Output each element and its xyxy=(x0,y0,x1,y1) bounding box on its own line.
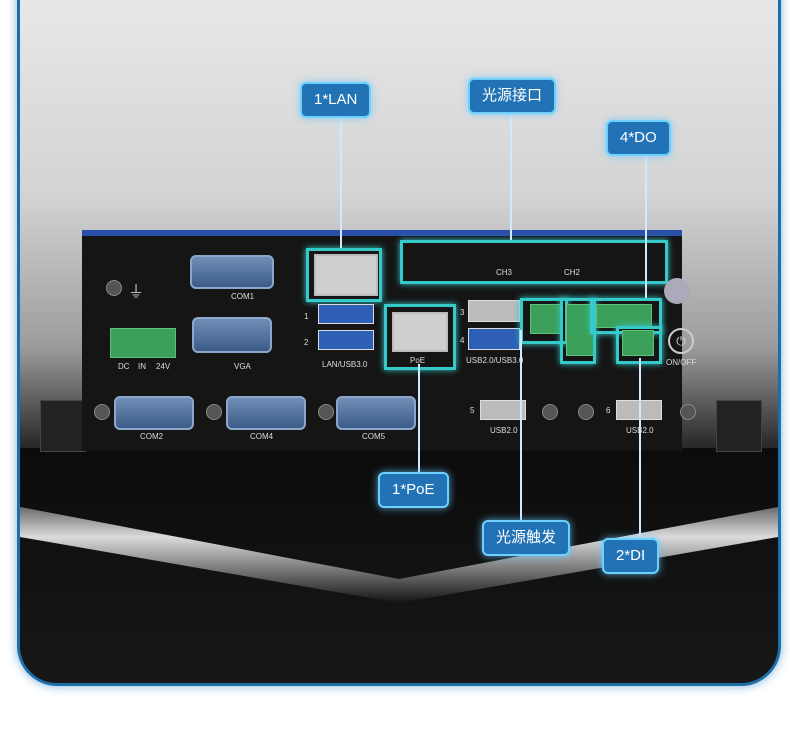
light-port-connector-line xyxy=(510,110,512,240)
screw-icon xyxy=(206,404,222,420)
di-connector-line xyxy=(639,358,641,538)
screw-icon xyxy=(680,404,696,420)
poe-highlight xyxy=(384,304,456,370)
screw-icon xyxy=(578,404,594,420)
com4-port xyxy=(226,396,306,430)
light-trigger-callout: 光源触发 xyxy=(482,520,571,556)
screw-icon xyxy=(94,404,110,420)
onoff-label: ON/OFF xyxy=(666,358,697,367)
com5-port xyxy=(336,396,416,430)
screw-icon xyxy=(542,404,558,420)
24v-label: 24V xyxy=(156,362,171,371)
di-terminal xyxy=(622,330,654,356)
usb20-usb30-label: USB2.0/USB3.0 xyxy=(466,356,524,365)
screw-icon xyxy=(318,404,334,420)
usb-index-1: 1 xyxy=(304,312,309,321)
poe-label: PoE xyxy=(410,356,426,365)
do-connector-line xyxy=(645,152,647,298)
usb30-port-1 xyxy=(318,304,374,324)
light-port-callout: 光源接口 xyxy=(468,78,557,114)
usb20-port-3 xyxy=(468,300,520,322)
com1-port xyxy=(190,255,274,289)
usb20-label-a: USB2.0 xyxy=(490,426,518,435)
power-led xyxy=(664,278,690,304)
lan-connector-line xyxy=(340,114,342,248)
dc-label: DC xyxy=(118,362,130,371)
usb-index-4: 4 xyxy=(460,336,465,345)
usb30-port-2 xyxy=(318,330,374,350)
usb-index-3: 3 xyxy=(460,308,465,317)
di-callout: 2*DI xyxy=(602,538,660,574)
lan-port xyxy=(314,254,378,296)
ground-screw-icon xyxy=(106,280,122,296)
lan-callout: 1*LAN xyxy=(300,82,372,118)
trigger-terminal-right xyxy=(566,304,594,356)
mounting-bracket-left xyxy=(40,400,86,452)
in-label: IN xyxy=(138,362,146,371)
usb-index-5: 5 xyxy=(470,406,475,415)
usb30-port-4 xyxy=(468,328,520,350)
usb-index-6: 6 xyxy=(606,406,611,415)
trigger-terminal-left xyxy=(530,304,562,334)
dc-power-terminal xyxy=(110,328,176,358)
lan-highlight xyxy=(306,248,382,302)
com5-label: COM5 xyxy=(362,432,386,441)
com4-label: COM4 xyxy=(250,432,274,441)
mounting-bracket-right xyxy=(716,400,762,452)
lan-usb-label: LAN/USB3.0 xyxy=(322,360,368,369)
vga-port xyxy=(192,317,272,353)
trigger-connector-line xyxy=(520,330,522,520)
com1-label: COM1 xyxy=(231,292,255,301)
com2-label: COM2 xyxy=(140,432,164,441)
ground-icon: ⏚ xyxy=(128,284,145,301)
power-icon[interactable]: ⏻ xyxy=(668,328,694,354)
vga-label: VGA xyxy=(234,362,251,371)
light-source-ports-highlight xyxy=(400,240,668,284)
ch2-label: CH2 xyxy=(564,268,581,277)
usb-index-2: 2 xyxy=(304,338,309,347)
poe-port xyxy=(392,312,448,352)
com2-port xyxy=(114,396,194,430)
usb20-port-5 xyxy=(480,400,526,420)
do-callout: 4*DO xyxy=(606,120,671,156)
poe-connector-line xyxy=(418,364,420,472)
ch3-label: CH3 xyxy=(496,268,513,277)
poe-callout: 1*PoE xyxy=(378,472,449,508)
